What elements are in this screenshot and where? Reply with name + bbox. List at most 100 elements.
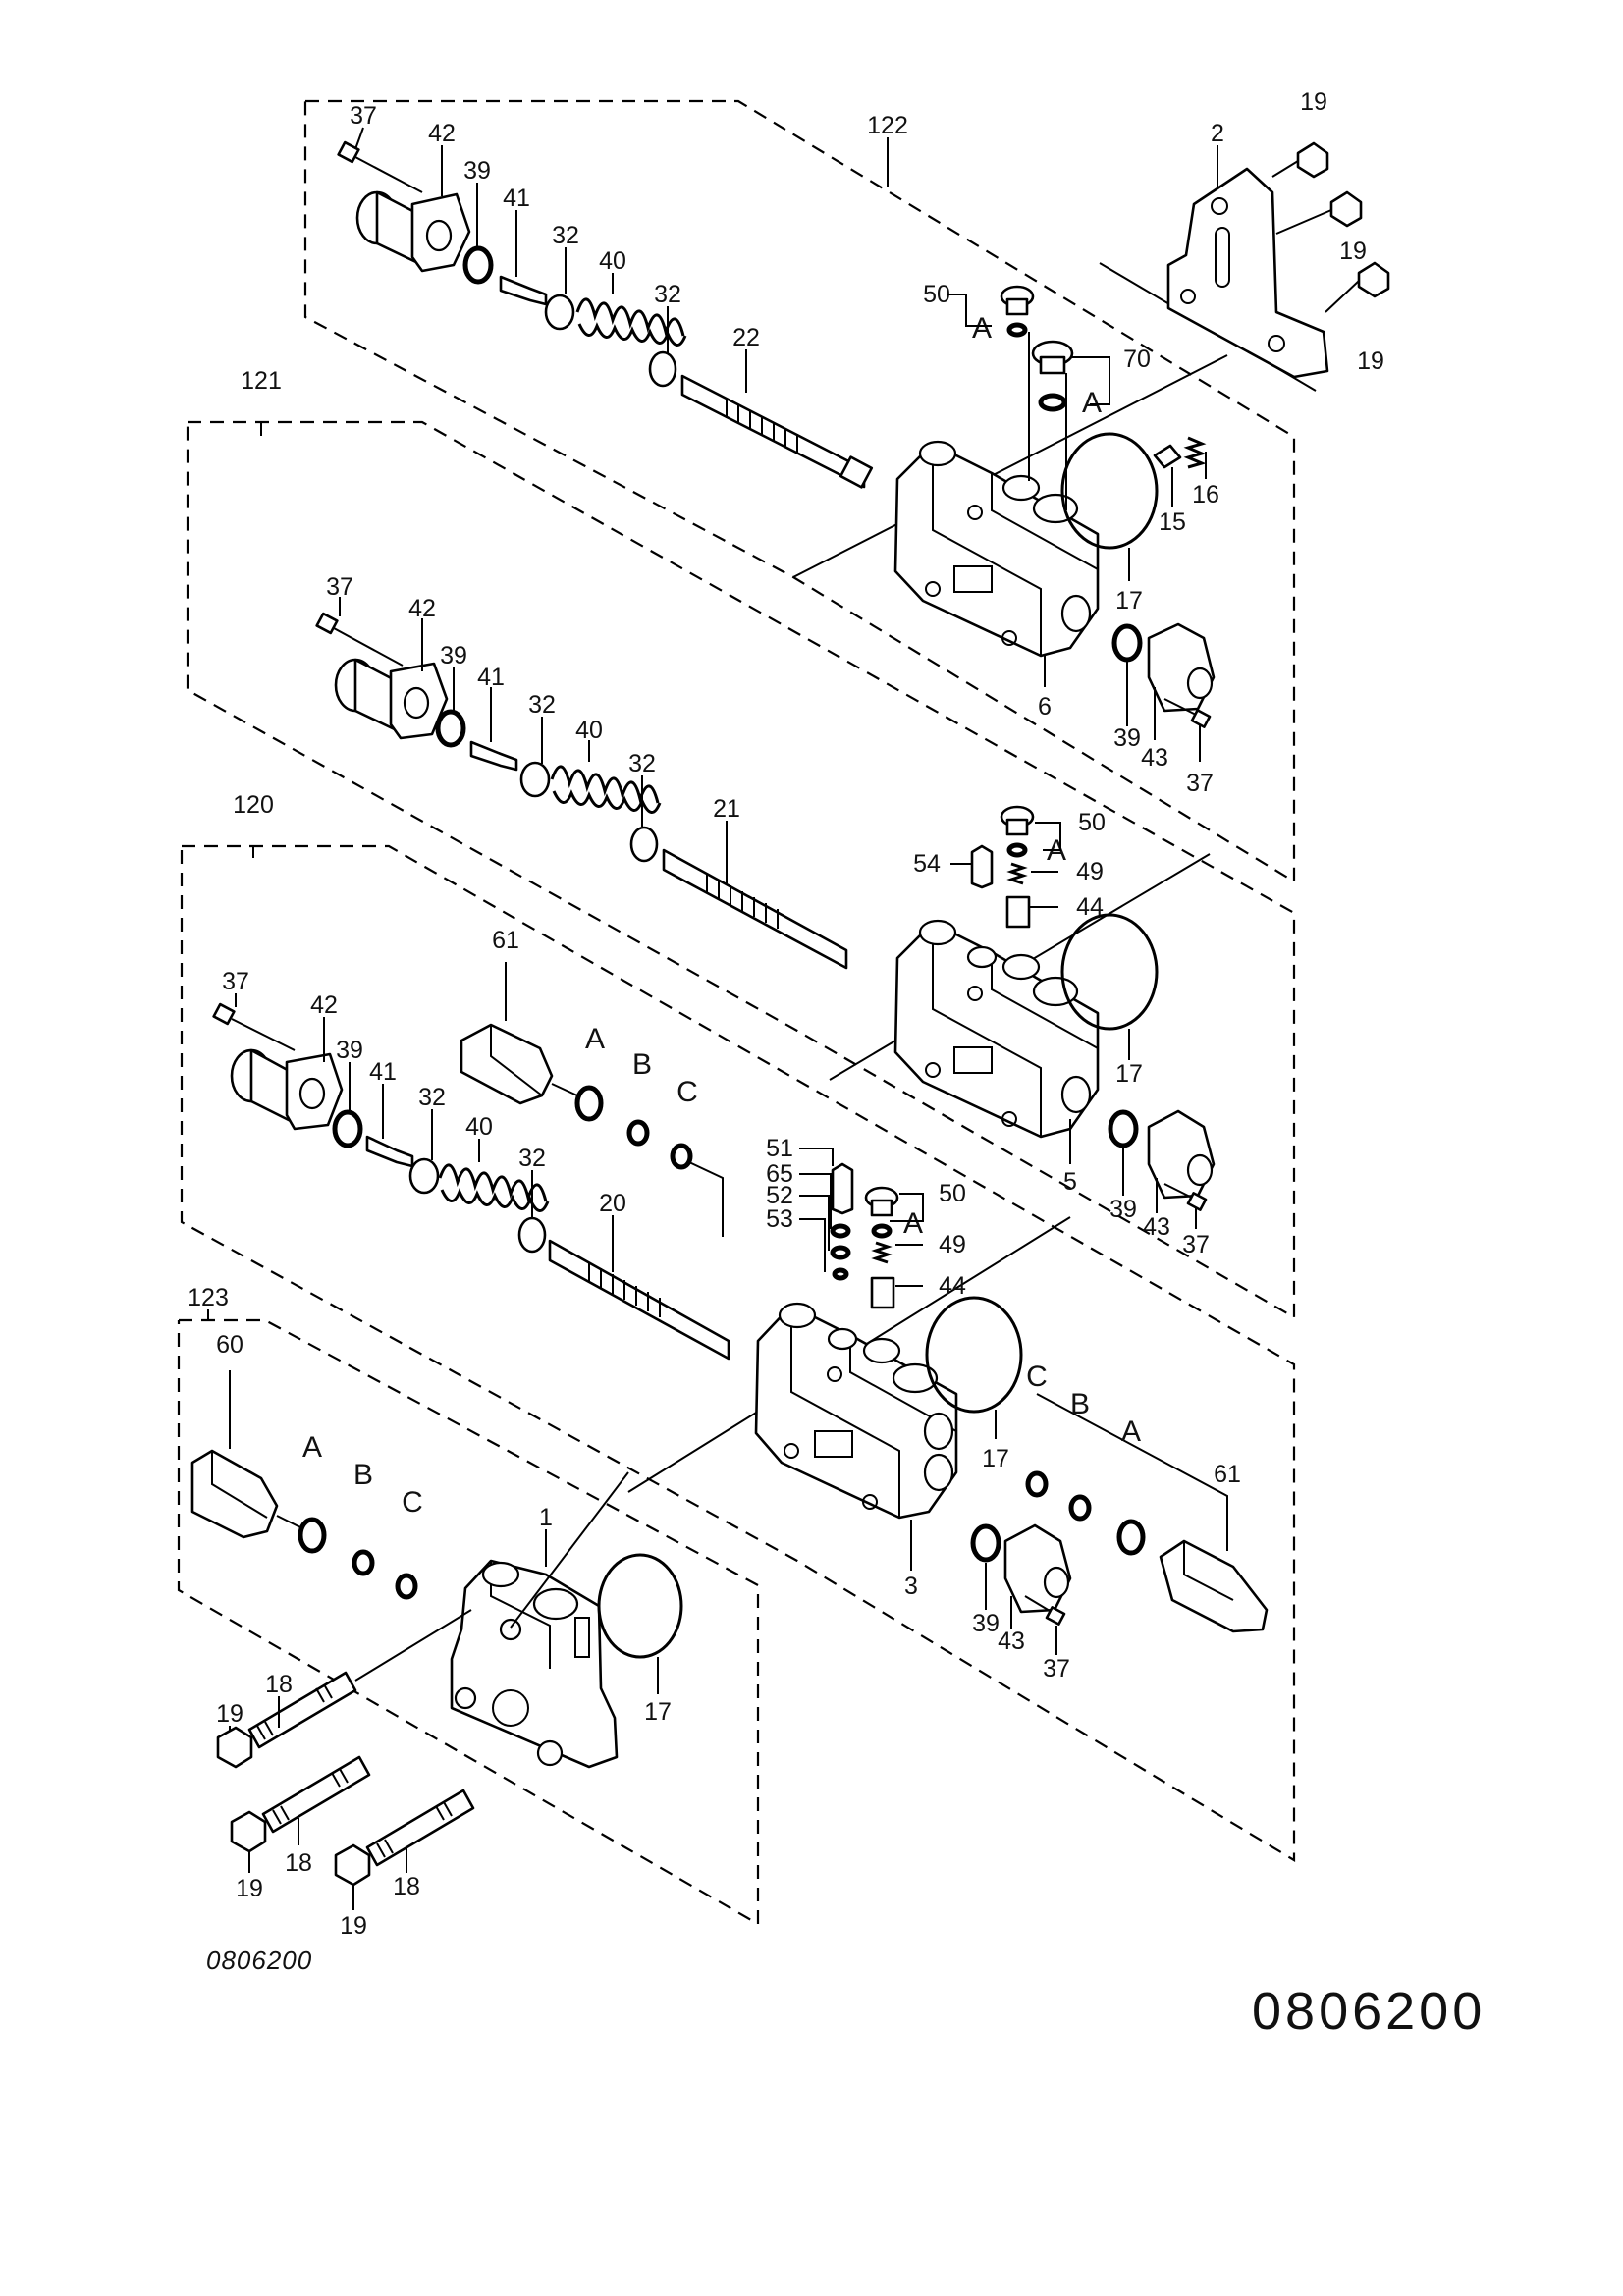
callout-c120: 120 <box>233 791 274 819</box>
callout-c39a: 39 <box>463 157 491 185</box>
callout-c17c: 17 <box>982 1445 1009 1472</box>
callout-c49a: 49 <box>1076 858 1104 885</box>
plunger-41-mid <box>469 740 518 772</box>
nut-19f <box>334 1843 371 1887</box>
seat-32f-low <box>517 1216 547 1254</box>
callout-c32b: 32 <box>654 281 681 308</box>
nut-19a <box>1296 141 1329 179</box>
o-ring-b-61 <box>626 1119 650 1147</box>
letter-la1: A <box>972 312 992 345</box>
section-123 <box>190 1370 683 1887</box>
section-120 <box>212 962 1269 1633</box>
o-ring-39b-mid <box>1108 1109 1139 1148</box>
letter-lb5: B <box>632 1048 652 1081</box>
callout-c50b: 50 <box>1078 809 1106 836</box>
bolt-37b-mid <box>1163 1183 1208 1211</box>
callout-c17a: 17 <box>1115 587 1143 614</box>
callout-leaders <box>207 127 1218 1910</box>
letter-la2: A <box>1082 387 1102 419</box>
o-ring-52 <box>830 1245 851 1260</box>
callout-c19f: 19 <box>340 1912 367 1940</box>
solenoid-42-mid <box>334 658 449 740</box>
callout-c37e: 37 <box>222 968 249 995</box>
callout-c32a: 32 <box>552 222 579 249</box>
seat-32d-mid <box>629 826 659 863</box>
callout-c17d: 17 <box>644 1698 672 1726</box>
o-ring-a-61 <box>574 1085 604 1122</box>
callout-c19c: 19 <box>1357 347 1384 375</box>
letter-la8: A <box>302 1431 322 1464</box>
callout-c39c: 39 <box>440 642 467 669</box>
bolt-37-low <box>212 1002 296 1051</box>
drawing-number-large: 0806200 <box>1252 1982 1487 2041</box>
callout-c65: 65 <box>766 1160 793 1188</box>
fitting-54 <box>970 844 994 889</box>
o-ring-17-bottom <box>597 1553 683 1659</box>
callout-c53: 53 <box>766 1205 793 1233</box>
callout-c42c: 42 <box>310 991 338 1019</box>
seat-32b-top <box>648 350 677 388</box>
callout-c32c: 32 <box>528 691 556 719</box>
leader-block1-top <box>510 1471 629 1629</box>
callout-c44a: 44 <box>1076 893 1104 921</box>
end-block-1 <box>450 1559 619 1769</box>
callout-c50a: 50 <box>923 281 950 308</box>
callout-c51: 51 <box>766 1135 793 1162</box>
group-122-leader <box>792 354 1228 578</box>
callout-c43a: 43 <box>1141 744 1168 772</box>
callout-c123: 123 <box>188 1284 229 1311</box>
callout-c37f: 37 <box>1043 1655 1070 1682</box>
callout-c44b: 44 <box>939 1272 966 1300</box>
spring-49-mid <box>1006 862 1028 885</box>
o-ring-b-60 <box>352 1549 375 1576</box>
callout-c1: 1 <box>539 1504 553 1531</box>
o-ring-a-61b <box>1116 1519 1146 1556</box>
o-ring-65 <box>830 1223 851 1239</box>
o-ring-17-mid <box>1060 913 1159 1031</box>
callout-c6: 6 <box>1038 693 1052 721</box>
callout-c21: 21 <box>713 795 740 823</box>
o-ring-39-top <box>462 245 494 285</box>
callout-c15: 15 <box>1159 508 1186 536</box>
callout-c2: 2 <box>1211 120 1224 147</box>
section-121 <box>315 612 1216 1211</box>
stud-18a <box>247 1671 357 1749</box>
callout-c3: 3 <box>904 1573 918 1600</box>
letter-lc7: C <box>1026 1361 1048 1393</box>
callout-c5: 5 <box>1063 1168 1077 1196</box>
seat-32c-mid <box>519 761 551 798</box>
callout-c16: 16 <box>1192 481 1219 508</box>
callout-c40a: 40 <box>599 247 626 275</box>
callout-c61a: 61 <box>492 927 519 954</box>
leader-61-to-block <box>688 1161 724 1237</box>
stud-18c <box>365 1789 475 1867</box>
valve-block-3 <box>754 1302 958 1520</box>
plug-50-mid <box>1000 805 1035 858</box>
callout-c18c: 18 <box>393 1873 420 1900</box>
callout-c42b: 42 <box>408 595 436 622</box>
callout-c32e: 32 <box>418 1084 446 1111</box>
nut-19e <box>230 1810 267 1853</box>
callout-c18b: 18 <box>285 1849 312 1877</box>
callout-c40c: 40 <box>465 1113 493 1141</box>
plunger-41-low <box>365 1135 414 1168</box>
plug-70 <box>1031 340 1074 412</box>
o-ring-a-60 <box>298 1517 327 1554</box>
letter-lb8: B <box>353 1459 373 1491</box>
bolt-37b-top <box>1163 698 1212 728</box>
callout-c60: 60 <box>216 1331 243 1359</box>
relief-valve-60 <box>190 1449 301 1539</box>
spring-49-low <box>871 1241 893 1264</box>
bolt-37b-low <box>1024 1595 1066 1626</box>
callout-c70: 70 <box>1123 346 1151 373</box>
callout-c32f: 32 <box>518 1145 546 1172</box>
stud-leaders <box>354 1609 472 1682</box>
group-121-outline <box>186 420 1296 1319</box>
callout-c121: 121 <box>241 367 282 395</box>
spool-21 <box>662 848 848 970</box>
callout-c19a: 19 <box>1300 88 1327 116</box>
flange-43-top <box>1147 622 1216 713</box>
group-120-outline <box>180 844 1296 1862</box>
